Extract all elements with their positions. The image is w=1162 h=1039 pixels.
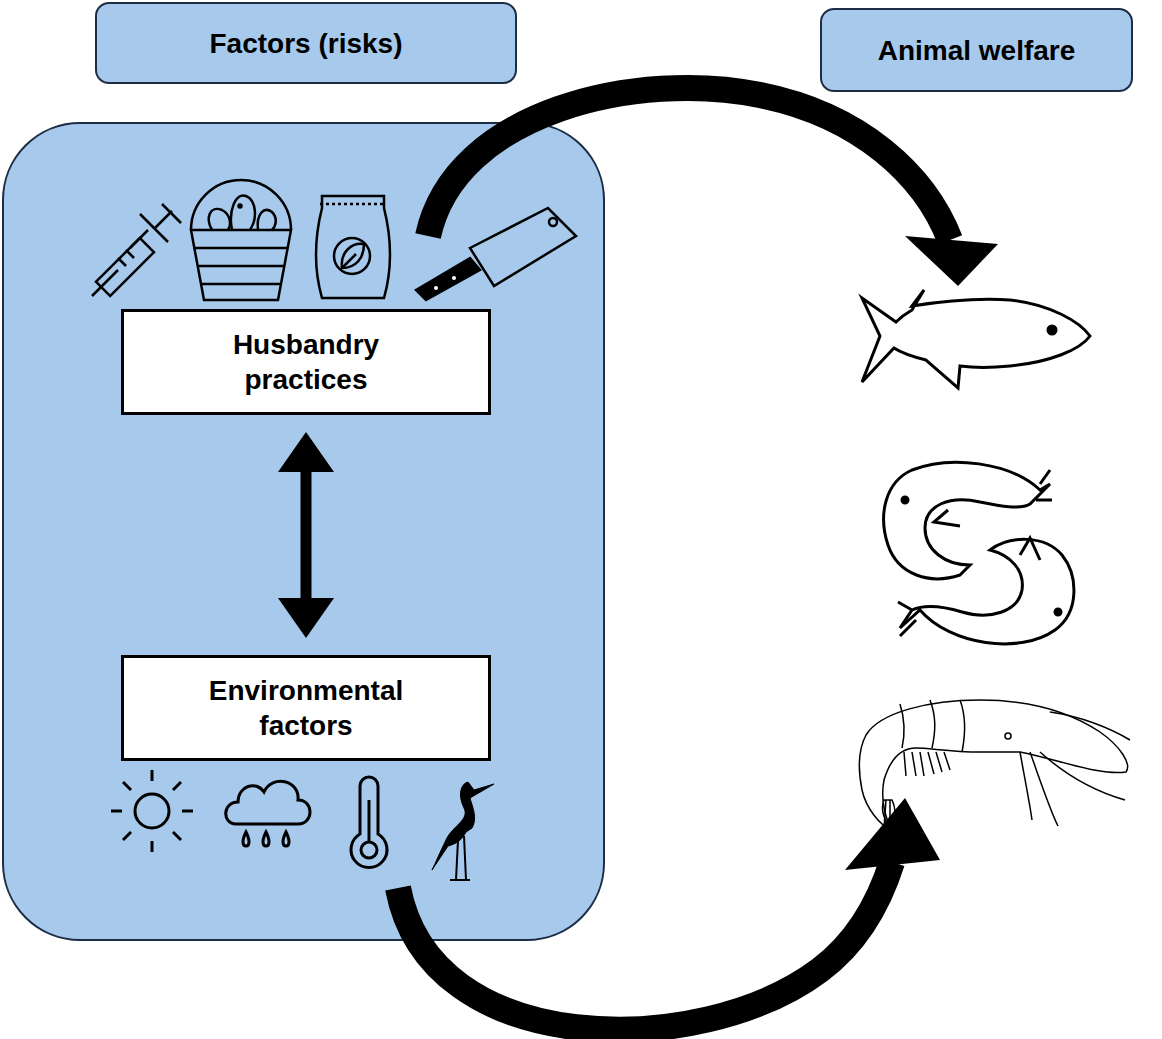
thermometer-icon	[351, 777, 387, 868]
curved-arrow-top	[428, 88, 998, 286]
node-text: Husbandry practices	[184, 327, 428, 397]
twin-fish-icon	[884, 462, 1074, 644]
node-text: Factors (risks)	[210, 26, 403, 61]
fish-bucket-icon	[191, 180, 291, 300]
rain-cloud-icon	[226, 781, 310, 846]
syringe-icon	[92, 204, 181, 296]
cleaver-icon	[416, 208, 576, 300]
node-text: Environmental factors	[209, 673, 403, 743]
sun-icon	[111, 770, 193, 852]
fish-icon	[862, 290, 1090, 388]
double-arrow	[278, 432, 334, 638]
curved-arrow-bottom	[398, 798, 940, 1030]
header-box: Animal welfare	[820, 8, 1133, 92]
feed-bag-icon	[316, 196, 390, 298]
node-text: Animal welfare	[878, 33, 1076, 68]
header-box: Factors (risks)	[95, 2, 517, 84]
shrimp-icon	[859, 700, 1130, 830]
factor-box: Husbandry practices	[121, 309, 491, 415]
heron-icon	[432, 782, 494, 880]
factor-box: Environmental factors	[121, 655, 491, 761]
factors-region	[2, 122, 605, 941]
